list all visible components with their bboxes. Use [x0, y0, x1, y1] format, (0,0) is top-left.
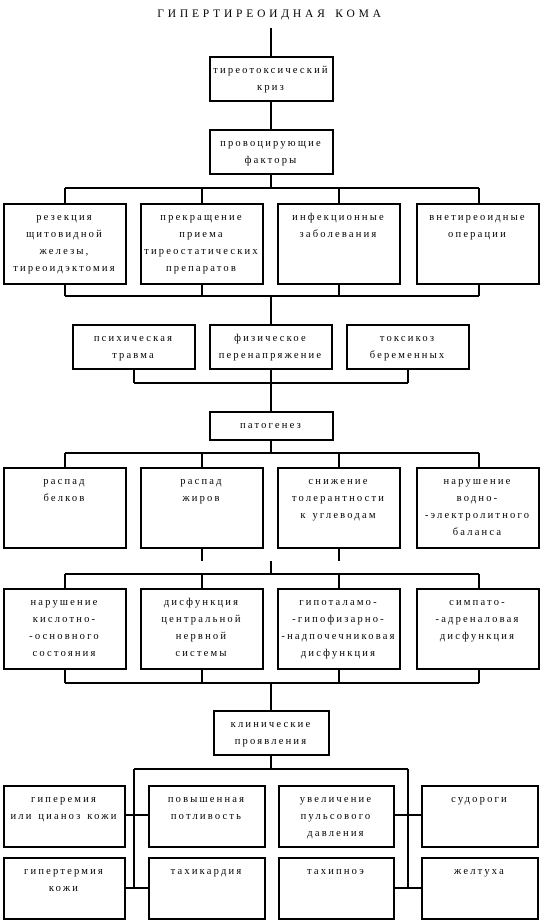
node-factor-overexertion: физическое перенапряжение — [209, 324, 333, 370]
node-provoking-factors: провоцирующие факторы — [209, 129, 334, 175]
node-pathogenesis: патогенез — [209, 411, 334, 441]
node-factor-resection: резекция щитовидной железы, тиреоидэктом… — [3, 203, 127, 285]
node-hyperthermia: гипертермия кожи — [3, 857, 126, 920]
diagram-title: ГИПЕРТИРЕОИДНАЯ КОМА — [157, 8, 385, 20]
node-water-electrolyte: нарушение водно- -электролитного баланса — [416, 467, 540, 549]
node-hpa-dysfunction: гипоталамо- -гипофизарно- -надпочечников… — [277, 588, 401, 670]
node-factor-operations: внетиреоидные операции — [416, 203, 540, 285]
node-factor-toxicosis: токсикоз беременных — [346, 324, 470, 370]
node-seizures: судороги — [421, 785, 539, 848]
node-fat-breakdown: распад жиров — [140, 467, 264, 549]
node-acid-base: нарушение кислотно- -основного состояния — [3, 588, 127, 670]
node-crisis: тиреотоксический криз — [209, 56, 334, 102]
node-jaundice: желтуха — [421, 857, 539, 920]
node-tachycardia: тахикардия — [148, 857, 266, 920]
node-sweating: повышенная потливость — [148, 785, 266, 848]
node-clinical-manifestations: клинические проявления — [213, 710, 330, 756]
node-sympatho-adrenal: симпато- -адреналовая дисфункция — [416, 588, 540, 670]
node-factor-drug-withdrawal: прекращение приема тиреостатических преп… — [140, 203, 264, 285]
node-hyperemia: гиперемия или цианоз кожи — [3, 785, 126, 848]
node-cns-dysfunction: дисфункция центральной нервной системы — [140, 588, 264, 670]
node-carb-tolerance: снижение толерантности к углеводам — [277, 467, 401, 549]
node-factor-mental-trauma: психическая травма — [72, 324, 196, 370]
node-protein-breakdown: распад белков — [3, 467, 127, 549]
node-factor-infections: инфекционные заболевания — [277, 203, 401, 285]
node-tachypnea: тахипноэ — [278, 857, 395, 920]
node-pulse-pressure: увеличение пульсового давления — [278, 785, 395, 848]
